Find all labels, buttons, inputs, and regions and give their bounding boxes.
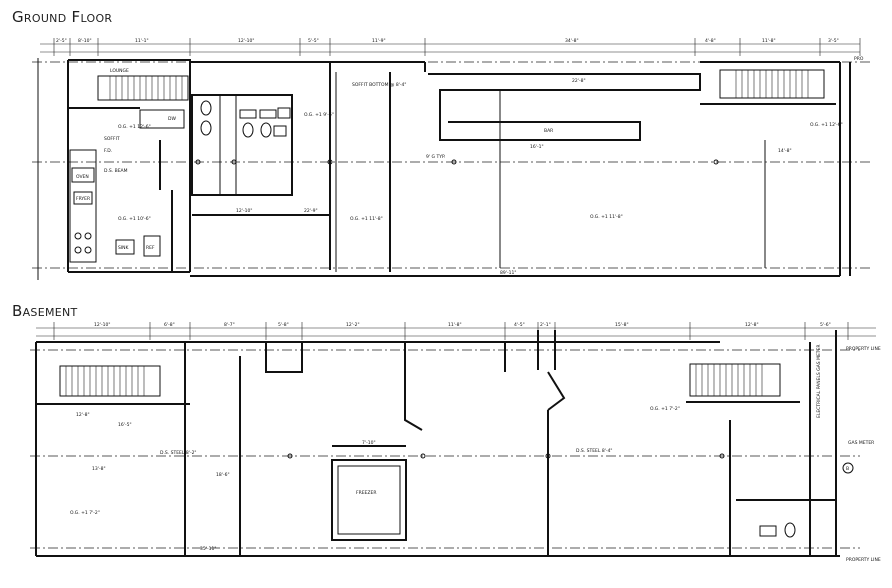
dim-bt-7: 2'-1" [540, 322, 551, 328]
label-dw: DW [168, 116, 176, 122]
dim-ground-bottom: 89'-11" [500, 270, 516, 276]
label-gas-meter: GAS METER [848, 440, 874, 446]
label-fryer: FRYER [76, 196, 90, 202]
dim-bi-1: 16'-5" [118, 422, 132, 428]
dim-gt-6: 34'-8" [565, 38, 579, 44]
ground-floor-plan: 2'-5" 8'-10" 11'-1" 12'-10" 5'-5" 11'-9"… [32, 38, 870, 280]
dim-bt-1: 6'-8" [164, 322, 175, 328]
label-property-line: PRO [854, 56, 864, 62]
dim-bi-2: 13'-8" [92, 466, 106, 472]
label-ref: REF [146, 245, 155, 251]
dim-gi-10: 14'-8" [778, 148, 792, 154]
spot-elev-b2: O.G. +1 7'-2" [650, 406, 680, 412]
basement-stair-right: ELECTRICAL PANELS GAS METER GAS METER PR… [686, 344, 881, 563]
basement-top-dimensions: 12'-10" 6'-8" 8'-7" 5'-8" 12'-2" 11'-8" … [36, 322, 876, 340]
basement-freezer: FREEZER 7'-10" [331, 440, 407, 541]
basement-annotations: D.S. STEEL 8'-2" D.S. STEEL 8'-4" O.G. +… [70, 406, 725, 552]
dim-bt-3: 5'-8" [278, 322, 289, 328]
label-ds-steel-right: D.S. STEEL 8'-4" [576, 448, 613, 454]
ground-stair-left: LOUNGE [97, 68, 189, 101]
basement-plan: 12'-10" 6'-8" 8'-7" 5'-8" 12'-2" 11'-8" … [30, 322, 881, 563]
dim-gi-0: 22'-9" [304, 208, 318, 214]
dim-gt-8: 11'-8" [762, 38, 776, 44]
basement-walls [35, 330, 840, 557]
dim-bt-4: 12'-2" [346, 322, 360, 328]
dim-bi-0: 12'-8" [76, 412, 90, 418]
ground-restrooms: O.G. +1 9'-6" 12'-10" 22'-9" [191, 94, 334, 216]
dim-bt-2: 8'-7" [224, 322, 235, 328]
dim-gt-3: 12'-10" [238, 38, 254, 44]
label-soffit-top: SOFFIT BOTTOM @ 8'-4" [352, 82, 407, 88]
dim-bi-3: 7'-10" [362, 440, 376, 446]
spot-elev-6: O.G. +1 12'-6" [810, 122, 843, 128]
label-lounge: LOUNGE [110, 68, 129, 74]
dim-bi-4: 18'-6" [216, 472, 230, 478]
dim-gt-0: 2'-5" [56, 38, 67, 44]
ground-exterior-walls [37, 58, 851, 280]
label-sink: SINK [118, 245, 130, 251]
dim-gt-1: 8'-10" [78, 38, 92, 44]
dim-gt-9: 3'-5" [828, 38, 839, 44]
dim-gi-1: 22'-8" [572, 78, 586, 84]
dim-gt-2: 11'-1" [135, 38, 149, 44]
spot-elev-3: O.G. +1 9'-6" [304, 112, 334, 118]
section-tag: B [846, 466, 849, 472]
dim-gt-5: 11'-9" [372, 38, 386, 44]
dim-bt-6: 4'-5" [514, 322, 525, 328]
dim-gt-4: 5'-5" [308, 38, 319, 44]
label-ds-beam: D.S. BEAM [104, 168, 128, 174]
label-electrical: ELECTRICAL PANELS GAS METER [816, 344, 822, 418]
dim-gi-3: 16'-1" [530, 144, 544, 150]
dim-bt-10: 5'-6" [820, 322, 831, 328]
label-freezer: FREEZER [356, 490, 376, 496]
spot-elev-5: O.G. +1 11'-8" [590, 214, 623, 220]
label-oven: OVEN [76, 174, 89, 180]
basement-stair-left: 12'-8" 16'-5" [36, 365, 190, 428]
label-bar: BAR [544, 128, 553, 134]
basement-title: Basement [12, 302, 78, 320]
spot-elev-4: O.G. +1 11'-8" [350, 216, 383, 222]
label-property-line-top: PROPERTY LINE [846, 346, 881, 352]
dim-bt-0: 12'-10" [94, 322, 110, 328]
ground-kitchen: DW OVEN FRYER SINK REF SOFFIT F.D. D.S. … [68, 107, 185, 272]
label-property-line-bottom: PROPERTY LINE [846, 557, 881, 563]
dim-bt-9: 12'-8" [745, 322, 759, 328]
label-ds-steel-left: D.S. STEEL 8'-2" [160, 450, 197, 456]
label-soffit-left: SOFFIT [104, 136, 120, 142]
dim-bt-8: 15'-8" [615, 322, 629, 328]
ground-dining: BAR 22'-8" 16'-1" SOFFIT BOTTOM @ 8'-4" … [195, 62, 766, 276]
spot-elev-b1: O.G. +1 7'-2" [70, 510, 100, 516]
ground-stair-right: O.G. +1 12'-6" PRO 14'-8" [700, 56, 864, 154]
spot-elev-2: O.G. +1 10'-6" [118, 216, 151, 222]
spot-elev-1: O.G. +1 12'-6" [118, 124, 151, 130]
dim-basement-bottom: 35'-11" [200, 546, 216, 552]
ground-floor-title: Ground Floor [12, 8, 113, 26]
label-fd: F.D. [104, 148, 112, 154]
label-ceiling: 9' G TYP. [426, 154, 445, 160]
dim-gi-2: 12'-10" [236, 208, 252, 214]
dim-gt-7: 4'-8" [705, 38, 716, 44]
dim-bt-5: 11'-8" [448, 322, 462, 328]
ground-top-dimensions: 2'-5" 8'-10" 11'-1" 12'-10" 5'-5" 11'-9"… [40, 38, 861, 56]
